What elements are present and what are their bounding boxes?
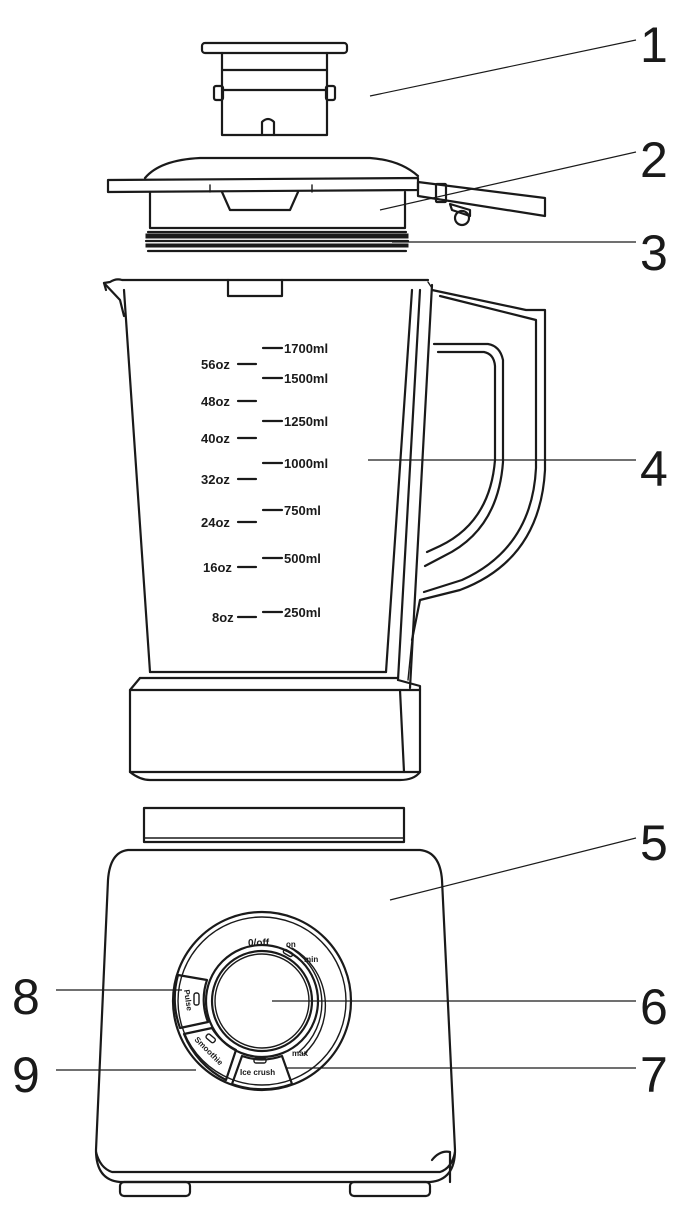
blender-jar [102,278,547,782]
ml-250: 250ml [284,605,321,620]
callout-9: 9 [12,1047,40,1103]
oz-24: 24oz [201,515,230,530]
callout-7: 7 [640,1047,668,1103]
oz-16: 16oz [203,560,232,575]
ml-500: 500ml [284,551,321,566]
callout-1: 1 [640,17,668,73]
ml-1250: 1250ml [284,414,328,429]
leader-lines [56,39,637,1071]
ml-1500: 1500ml [284,371,328,386]
on-label: on [286,940,296,949]
seal-ring [144,230,410,253]
max-label: max [292,1049,309,1058]
jar-oz-scale: 56oz 48oz 40oz 32oz 24oz 16oz 8oz [201,357,258,625]
oz-56: 56oz [201,357,230,372]
motor-base [94,806,457,1198]
callout-3: 3 [640,225,668,281]
callout-5: 5 [640,815,668,871]
jar-ml-scale: 1700ml 1500ml 1250ml 1000ml 750ml 500ml … [261,341,328,620]
callout-numbers: 1 2 3 4 5 6 7 8 9 [12,17,668,1103]
oz-8: 8oz [212,610,234,625]
oz-48: 48oz [201,394,230,409]
ml-1700: 1700ml [284,341,328,356]
lid [106,156,547,230]
callout-6: 6 [640,979,668,1035]
callout-8: 8 [12,969,40,1025]
oz-32: 32oz [201,472,230,487]
callout-2: 2 [640,132,668,188]
oz-40: 40oz [201,431,230,446]
ice-crush-label: Ice crush [240,1068,275,1077]
min-label: min [304,955,318,964]
callout-4: 4 [640,441,668,497]
ml-750: 750ml [284,503,321,518]
measuring-cup [200,41,349,137]
off-label: 0/off [248,938,270,949]
ml-1000: 1000ml [284,456,328,471]
pulse-label: Pulse [182,989,194,1012]
